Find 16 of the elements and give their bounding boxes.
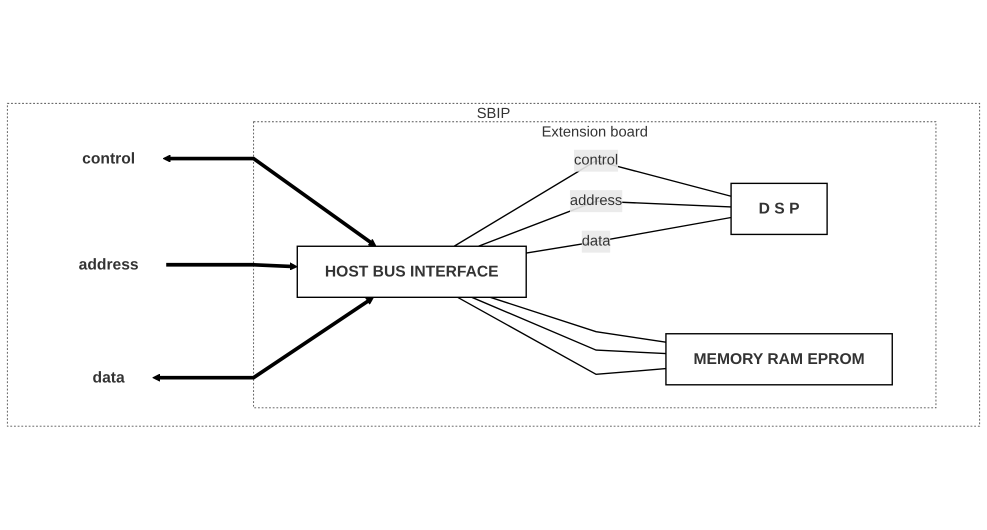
connector bbox=[457, 296, 666, 376]
arrow bbox=[166, 262, 298, 271]
connector bbox=[490, 296, 666, 344]
node-text: control bbox=[82, 150, 136, 168]
edge-label: address bbox=[570, 193, 622, 209]
connector bbox=[526, 217, 732, 254]
node-box: HOST BUS INTERFACE bbox=[296, 246, 527, 298]
edge-label: data bbox=[582, 234, 610, 250]
node-text: address bbox=[78, 256, 139, 274]
edge-label: control bbox=[574, 152, 618, 168]
node-box: D S P bbox=[730, 182, 828, 236]
node-box: MEMORY RAM EPROM bbox=[665, 333, 893, 386]
arrow bbox=[152, 297, 374, 382]
connector bbox=[472, 296, 666, 354]
arrow bbox=[162, 154, 376, 247]
node-text: data bbox=[92, 368, 125, 386]
